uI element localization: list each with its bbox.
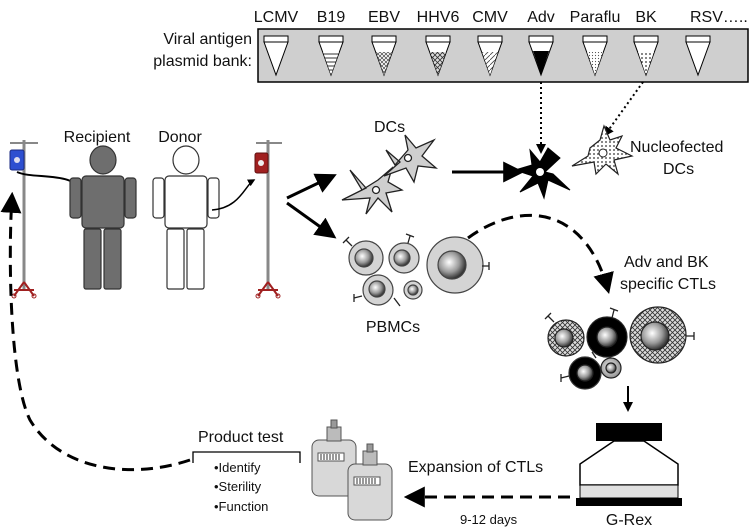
virus-label-paraflu: Paraflu xyxy=(570,9,621,26)
dcs-label: DCs xyxy=(374,119,405,136)
product-bags-icon xyxy=(311,419,393,521)
arrow-to-dcs xyxy=(286,173,337,200)
duration-label: 9-12 days xyxy=(460,512,518,527)
grex-label: G-Rex xyxy=(606,512,652,529)
arrow-to-ctls xyxy=(467,213,614,295)
product-test-item-identify: •Identify xyxy=(214,460,261,475)
arrow-to-recipient xyxy=(0,191,191,472)
expansion-label: Expansion of CTLs xyxy=(408,459,543,476)
tube-adv xyxy=(528,35,554,77)
bk-plasmid-arrow xyxy=(603,81,644,137)
product-test-bracket xyxy=(192,451,301,463)
tube-ebv xyxy=(371,35,397,77)
tube-cmv xyxy=(477,35,503,77)
recipient-iv-stand-icon xyxy=(9,140,38,299)
plasmid-bank-label-line1: Viral antigen xyxy=(163,31,252,48)
tube-bk xyxy=(633,35,659,77)
grex-device xyxy=(576,423,682,506)
donation-line xyxy=(211,179,256,211)
product-test-item-function: •Function xyxy=(214,499,268,514)
tube-lcmv xyxy=(263,35,289,77)
donor-figure xyxy=(152,145,220,290)
donor-label: Donor xyxy=(158,129,202,146)
plasmid-bank-label-line2: plasmid bank: xyxy=(153,53,252,70)
ctl-label-line2: specific CTLs xyxy=(620,276,716,293)
virus-label-cmv: CMV xyxy=(472,9,508,26)
ctl-cells xyxy=(544,306,695,390)
dc-cells xyxy=(341,134,439,215)
pbmcs-label: PBMCs xyxy=(366,319,420,336)
virus-label-hhv6: HHV6 xyxy=(417,9,460,26)
pbmc-cells xyxy=(342,233,490,307)
nucleofected-label-line1: Nucleofected xyxy=(630,139,723,156)
virus-label-lcmv: LCMV xyxy=(254,9,299,26)
virus-label-bk: BK xyxy=(635,9,657,26)
virus-labels: LCMV B19 EBV HHV6 CMV Adv Paraflu BK RSV… xyxy=(254,9,748,26)
nucleofected-label-line2: DCs xyxy=(663,161,694,178)
recipient-label: Recipient xyxy=(64,129,131,146)
product-test-item-sterility: •Sterility xyxy=(214,479,262,494)
tube-hhv6 xyxy=(425,35,451,77)
nucleofected-dc-adv xyxy=(513,147,571,200)
tube-rsv xyxy=(685,35,711,77)
virus-label-rsv: RSV….. xyxy=(690,9,748,26)
recipient-figure xyxy=(69,145,137,290)
tube-paraflu xyxy=(582,35,608,77)
product-test-title: Product test xyxy=(198,429,284,446)
plasmid-bank-rack xyxy=(257,28,749,83)
donor-iv-stand-icon xyxy=(254,140,282,299)
ctl-label-line1: Adv and BK xyxy=(624,254,709,271)
virus-label-b19: B19 xyxy=(317,9,346,26)
virus-label-adv: Adv xyxy=(527,9,555,26)
tube-b19 xyxy=(318,35,344,77)
nucleofected-dc-bk xyxy=(571,124,634,176)
virus-label-ebv: EBV xyxy=(368,9,400,26)
arrow-to-pbmcs xyxy=(286,201,337,239)
